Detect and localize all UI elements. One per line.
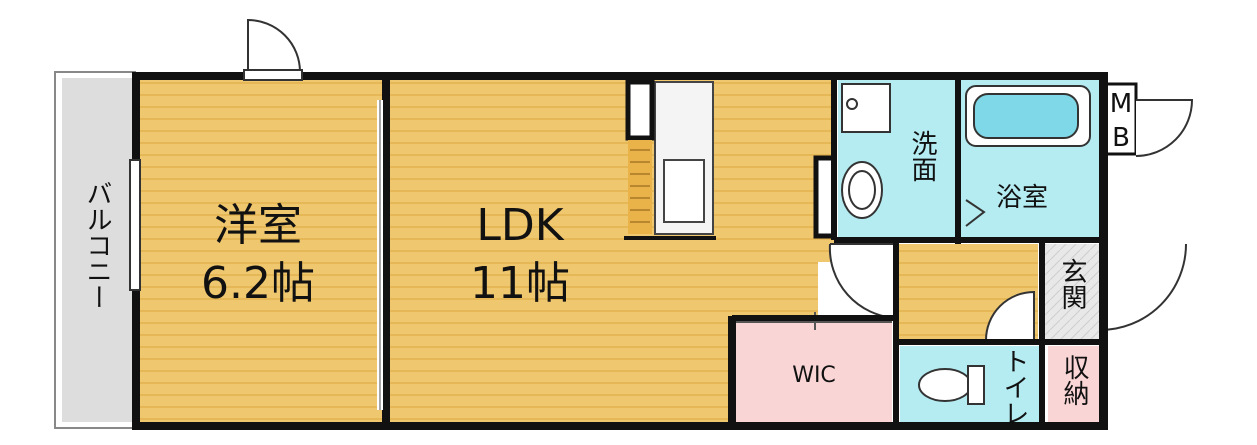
ldk-size: 11帖 [470,258,570,309]
wic-floor [736,320,892,424]
bathroom-label: 浴室 [996,183,1048,213]
balcony-label: バルコニー [82,180,112,310]
ldk-floor [390,80,896,424]
western-room-name: 洋室 [214,200,302,251]
storage-floor [1048,346,1100,424]
entrance-floor [1044,244,1100,340]
entrance-label: 玄関 [1057,258,1087,310]
wic-label: WIC [792,363,836,388]
toilet-label: トイレ [999,348,1029,426]
western-room-floor [138,80,382,424]
mb-label-1: M [1110,89,1132,119]
storage-label: 収納 [1059,354,1089,406]
washroom-label: 洗面 [907,130,937,182]
western-room-size: 6.2帖 [201,258,315,309]
mb-label-2: B [1112,123,1130,153]
ldk-name: LDK [476,200,564,251]
